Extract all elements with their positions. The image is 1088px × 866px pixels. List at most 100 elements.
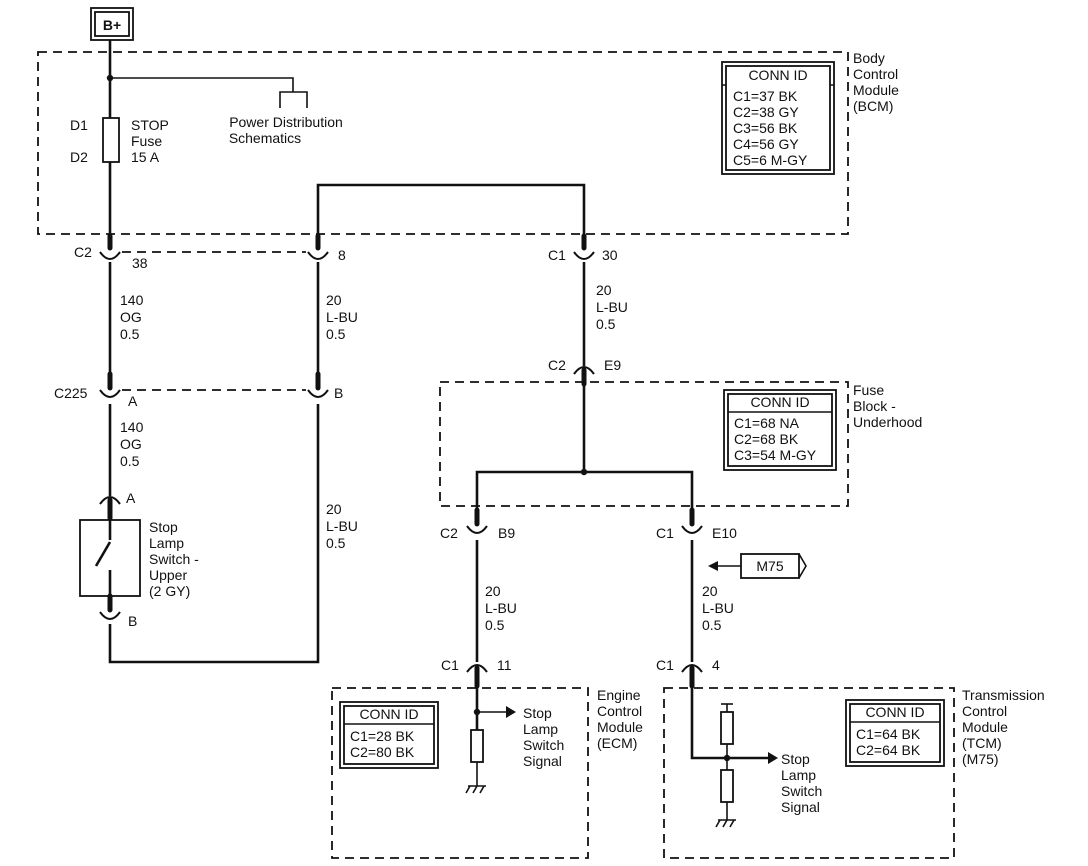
svg-text:Control: Control bbox=[597, 703, 642, 719]
bcm-internal-wire bbox=[316, 183, 586, 244]
wire-label-2: 20 L-BU 0.5 bbox=[326, 292, 358, 342]
svg-text:C2: C2 bbox=[440, 525, 458, 541]
svg-text:20: 20 bbox=[326, 501, 342, 517]
svg-text:C2=64 BK: C2=64 BK bbox=[856, 742, 921, 758]
bcm-boundary bbox=[37, 51, 849, 235]
svg-text:C2: C2 bbox=[74, 244, 92, 260]
tcm-internal-circuit bbox=[690, 686, 778, 828]
svg-text:CONN ID: CONN ID bbox=[865, 704, 924, 720]
connector-c1-e10: C1 E10 bbox=[656, 507, 737, 541]
svg-text:B9: B9 bbox=[498, 525, 515, 541]
fuse-block-title: Fuse Block - Underhood bbox=[853, 382, 922, 430]
svg-text:20: 20 bbox=[702, 583, 718, 599]
svg-text:20: 20 bbox=[326, 292, 342, 308]
wire-label-5: 20 L-BU 0.5 bbox=[326, 501, 358, 551]
svg-text:Fuse: Fuse bbox=[853, 382, 884, 398]
svg-text:CONN ID: CONN ID bbox=[359, 706, 418, 722]
svg-text:B: B bbox=[334, 385, 343, 401]
svg-text:C1: C1 bbox=[656, 657, 674, 673]
svg-text:Body: Body bbox=[853, 50, 885, 66]
svg-text:Switch: Switch bbox=[523, 737, 564, 753]
svg-text:Signal: Signal bbox=[523, 753, 562, 769]
svg-text:(2 GY): (2 GY) bbox=[149, 583, 190, 599]
svg-text:Stop: Stop bbox=[523, 705, 552, 721]
bcm-title: Body Control Module (BCM) bbox=[853, 50, 899, 114]
svg-text:Stop: Stop bbox=[781, 751, 810, 767]
power-dist-line2: Schematics bbox=[229, 130, 301, 146]
svg-text:OG: OG bbox=[120, 436, 142, 452]
svg-text:Control: Control bbox=[853, 66, 898, 82]
svg-text:Module: Module bbox=[853, 82, 899, 98]
wire-label-6: 20 L-BU 0.5 bbox=[485, 583, 517, 633]
svg-text:L-BU: L-BU bbox=[485, 600, 517, 616]
svg-text:L-BU: L-BU bbox=[596, 299, 628, 315]
svg-text:0.5: 0.5 bbox=[702, 617, 722, 633]
svg-text:8: 8 bbox=[338, 247, 346, 263]
svg-text:C225: C225 bbox=[54, 385, 88, 401]
svg-text:C1: C1 bbox=[441, 657, 459, 673]
connector-c2-e9: C2 E9 bbox=[548, 357, 621, 387]
svg-text:Signal: Signal bbox=[781, 799, 820, 815]
svg-text:4: 4 bbox=[712, 657, 720, 673]
svg-text:M75: M75 bbox=[756, 558, 783, 574]
svg-text:0.5: 0.5 bbox=[120, 326, 140, 342]
svg-text:Switch: Switch bbox=[781, 783, 822, 799]
svg-text:D1: D1 bbox=[70, 117, 88, 133]
svg-text:C1: C1 bbox=[656, 525, 674, 541]
svg-text:A: A bbox=[126, 490, 136, 506]
power-dist-line1: Power Distribution bbox=[229, 114, 343, 130]
connector-c1-4: C1 4 bbox=[656, 657, 720, 689]
tcm-boundary bbox=[663, 687, 955, 859]
svg-text:(ECM): (ECM) bbox=[597, 735, 637, 751]
switch-connector-a: A bbox=[99, 490, 136, 521]
svg-text:C3=56 BK: C3=56 BK bbox=[733, 120, 798, 136]
svg-text:D2: D2 bbox=[70, 149, 88, 165]
svg-text:C1: C1 bbox=[548, 247, 566, 263]
connector-c2-38: C2 38 bbox=[74, 233, 148, 271]
svg-text:(BCM): (BCM) bbox=[853, 98, 893, 114]
battery-label: B+ bbox=[103, 17, 121, 33]
svg-text:E10: E10 bbox=[712, 525, 737, 541]
svg-text:Control: Control bbox=[962, 703, 1007, 719]
bcm-conn-id-table: CONN ID C1=37 BK C2=38 GY C3=56 BK C4=56… bbox=[721, 61, 835, 175]
svg-text:L-BU: L-BU bbox=[326, 309, 358, 325]
wire-label-1: 140 OG 0.5 bbox=[120, 292, 144, 342]
wire-label-4: 140 OG 0.5 bbox=[120, 419, 144, 469]
svg-text:C5=6 M-GY: C5=6 M-GY bbox=[733, 152, 808, 168]
ecm-conn-id-table: CONN ID C1=28 BK C2=80 BK bbox=[339, 701, 439, 769]
svg-text:C2=68 BK: C2=68 BK bbox=[734, 431, 799, 447]
connector-c225-b: B bbox=[307, 371, 343, 401]
svg-text:L-BU: L-BU bbox=[702, 600, 734, 616]
svg-text:140: 140 bbox=[120, 292, 144, 308]
ecm-internal-circuit bbox=[465, 686, 516, 794]
svg-text:CONN ID: CONN ID bbox=[748, 67, 807, 83]
svg-text:(M75): (M75) bbox=[962, 751, 999, 767]
svg-text:C1=68 NA: C1=68 NA bbox=[734, 415, 800, 431]
svg-text:Upper: Upper bbox=[149, 567, 187, 583]
ecm-title: Engine Control Module (ECM) bbox=[597, 687, 643, 751]
fuse-block-boundary bbox=[439, 381, 849, 507]
svg-text:STOP: STOP bbox=[131, 117, 169, 133]
connector-c1-11: C1 11 bbox=[441, 657, 512, 689]
svg-text:140: 140 bbox=[120, 419, 144, 435]
power-distribution-ref: Power Distribution Schematics bbox=[110, 77, 343, 146]
wire-label-3: 20 L-BU 0.5 bbox=[596, 282, 628, 332]
svg-text:Lamp: Lamp bbox=[149, 535, 184, 551]
svg-text:Fuse: Fuse bbox=[131, 133, 162, 149]
fuse-block-conn-id-table: CONN ID C1=68 NA C2=68 BK C3=54 M-GY bbox=[723, 389, 837, 471]
svg-text:OG: OG bbox=[120, 309, 142, 325]
svg-text:Block -: Block - bbox=[853, 398, 896, 414]
ecm-signal-label: Stop Lamp Switch Signal bbox=[523, 705, 564, 769]
switch-connector-b: B bbox=[99, 593, 137, 629]
svg-text:Lamp: Lamp bbox=[781, 767, 816, 783]
svg-text:C1=64 BK: C1=64 BK bbox=[856, 726, 921, 742]
wire-label-7: 20 L-BU 0.5 bbox=[702, 583, 734, 633]
switch-return-wire bbox=[108, 404, 320, 664]
svg-text:0.5: 0.5 bbox=[596, 316, 616, 332]
stop-fuse: D1 D2 STOP Fuse 15 A bbox=[70, 117, 169, 165]
svg-text:L-BU: L-BU bbox=[326, 518, 358, 534]
ecm-boundary bbox=[331, 687, 589, 859]
svg-text:C2: C2 bbox=[548, 357, 566, 373]
connector-c225-a: C225 A bbox=[54, 371, 138, 409]
